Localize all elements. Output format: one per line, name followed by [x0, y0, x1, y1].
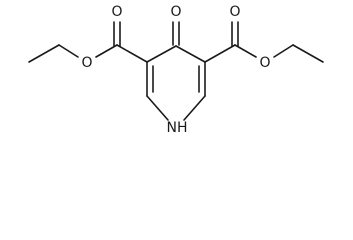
oxo-oxygen-label: O: [170, 4, 181, 20]
bond-c4-c5: [175, 45, 206, 63]
bond-ch2-ch3-right: [292, 44, 324, 63]
ring-nitrogen-label: NH: [167, 120, 188, 136]
left-carbonyl-oxygen-label: O: [111, 4, 122, 20]
right-ether-oxygen-label: O: [259, 55, 270, 71]
bond-ester-ether-left: [95, 44, 118, 58]
bond-ch2-ch3-left: [28, 44, 60, 63]
bond-c4-c3: [146, 45, 177, 63]
bond-ether-ch2-left: [58, 44, 79, 58]
bond-c6-n1: [183, 95, 206, 121]
bond-c5-ester-carbon-right: [204, 44, 236, 63]
bond-ester-ether-right: [234, 44, 257, 58]
bond-c2-n1: [146, 95, 169, 121]
right-carbonyl-oxygen-label: O: [229, 4, 240, 20]
chemical-structure-diagram: O O O O O NH: [28, 4, 324, 136]
left-ether-oxygen-label: O: [81, 55, 92, 71]
bond-ether-ch2-right: [273, 44, 294, 58]
bond-c3-ester-carbon-left: [116, 44, 148, 63]
